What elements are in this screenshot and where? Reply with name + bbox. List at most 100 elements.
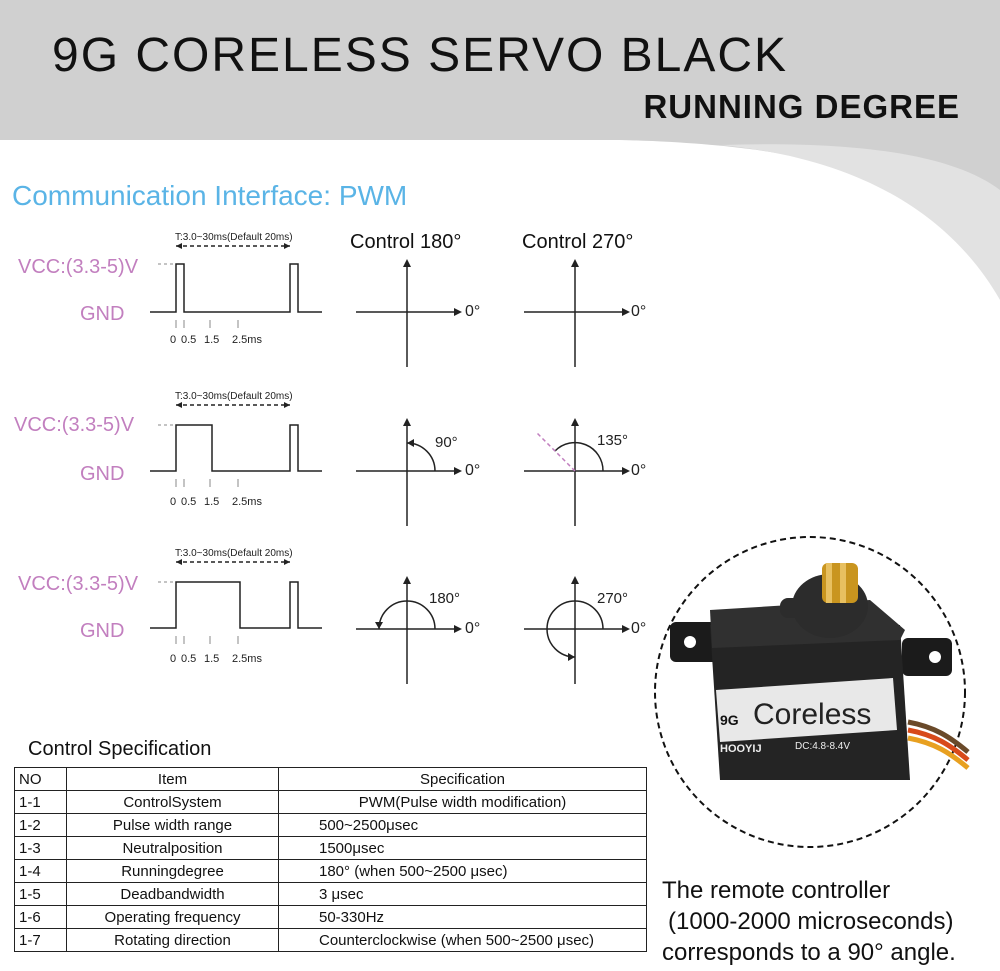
header-no: NO — [14, 767, 67, 791]
row-value: 500~2500μsec — [278, 813, 647, 837]
tick-1-5: 1.5 — [204, 653, 220, 665]
pwm-waveform-path — [150, 424, 322, 472]
pwm-waveform-row-1 — [150, 243, 322, 328]
row-item: Neutralposition — [66, 836, 279, 860]
tick-2-5: 2.5ms — [232, 496, 262, 508]
interface-title: Communication Interface: PWM — [12, 180, 408, 211]
spec-title: Control Specification — [28, 738, 212, 760]
axes-270-row-3 — [524, 576, 630, 684]
servo-wire — [907, 727, 970, 762]
servo-size-text: 9G — [720, 712, 739, 728]
servo-body — [670, 563, 970, 780]
tick-0-5: 0.5 — [181, 334, 197, 346]
angle-label-180: 180° — [429, 590, 461, 607]
period-label: T:3.0~30ms(Default 20ms) — [175, 391, 293, 402]
row-no: 1-5 — [14, 882, 67, 906]
pwm-waveform-path — [150, 581, 322, 629]
row-no: 1-7 — [14, 928, 67, 952]
row-item: ControlSystem — [66, 790, 279, 814]
page-title: 9G CORELESS SERVO BLACK — [52, 29, 789, 82]
tick-0-5: 0.5 — [181, 653, 197, 665]
row-item: Rotating direction — [66, 928, 279, 952]
table-row: 1-7 Rotating direction Counterclockwise … — [14, 928, 647, 952]
angle-label-135: 135° — [597, 432, 629, 449]
row-value: 1500μsec — [278, 836, 647, 860]
tick-0: 0 — [170, 496, 177, 508]
note-line-1: The remote controller — [662, 877, 891, 904]
page-subtitle: RUNNING DEGREE — [643, 88, 960, 125]
pwm-waveform-row-2 — [150, 402, 322, 487]
table-row: 1-1 ControlSystem PWM(Pulse width modifi… — [14, 790, 647, 814]
gnd-label: GND — [80, 303, 125, 325]
zero-label-270-row-3: 0° — [631, 620, 647, 637]
row-value: Counterclockwise (when 500~2500 μsec) — [278, 928, 647, 952]
control-270-heading: Control 270° — [522, 231, 634, 253]
gnd-label: GND — [80, 620, 125, 642]
servo-brand-text: Coreless — [753, 698, 871, 731]
remote-controller-note: The remote controller (1000-2000 microse… — [662, 875, 956, 968]
tick-0-5: 0.5 — [181, 496, 197, 508]
table-row: 1-5 Deadbandwidth 3 μsec — [14, 882, 647, 906]
table-row: 1-3 Neutralposition 1500μsec — [14, 836, 647, 860]
axes-180-row-1 — [356, 259, 462, 367]
table-row: 1-2 Pulse width range 500~2500μsec — [14, 813, 647, 837]
axes-270-row-1 — [524, 259, 630, 367]
row-item: Operating frequency — [66, 905, 279, 929]
tick-0: 0 — [170, 653, 177, 665]
note-line-3: corresponds to a 90° angle. — [662, 939, 956, 966]
gnd-label: GND — [80, 463, 125, 485]
label-sticker — [716, 678, 897, 742]
table-header-row: NO Item Specification — [14, 767, 647, 791]
row-no: 1-2 — [14, 813, 67, 837]
header-specification: Specification — [278, 767, 647, 791]
right-gray-swoosh — [720, 144, 1000, 300]
vcc-label: VCC:(3.3-5)V — [14, 414, 135, 436]
zero-label-270-row-1: 0° — [631, 303, 647, 320]
note-line-2: (1000-2000 microseconds) — [668, 908, 954, 935]
row-value: 180° (when 500~2500 μsec) — [278, 859, 647, 883]
rotation-arc — [406, 442, 436, 472]
table-row: 1-6 Operating frequency 50-330Hz — [14, 905, 647, 929]
table-row: 1-4 Runningdegree 180° (when 500~2500 μs… — [14, 859, 647, 883]
header-item: Item — [66, 767, 279, 791]
axes-270-row-2 — [524, 418, 630, 526]
rotation-arc — [554, 441, 604, 472]
spec-table: NO Item Specification 1-1 ControlSystem … — [14, 767, 647, 952]
angle-label-270: 270° — [597, 590, 629, 607]
pwm-waveform-row-3 — [150, 559, 322, 644]
row-no: 1-1 — [14, 790, 67, 814]
servo-photo: 9G Coreless HOOYIJ DC:4.8-8.4V — [654, 536, 970, 848]
row-value: PWM(Pulse width modification) — [278, 790, 647, 814]
row-no: 1-4 — [14, 859, 67, 883]
period-label: T:3.0~30ms(Default 20ms) — [175, 548, 293, 559]
row-value: 50-330Hz — [278, 905, 647, 929]
rotation-arc — [378, 600, 436, 630]
row-item: Runningdegree — [66, 859, 279, 883]
135-degree-line — [535, 431, 576, 472]
zero-label-180-row-3: 0° — [465, 620, 481, 637]
servo-voltage-text: DC:4.8-8.4V — [795, 741, 850, 752]
tick-2-5: 2.5ms — [232, 334, 262, 346]
angle-label-90: 90° — [435, 434, 458, 451]
tick-1-5: 1.5 — [204, 334, 220, 346]
control-180-heading: Control 180° — [350, 231, 462, 253]
row-item: Pulse width range — [66, 813, 279, 837]
vcc-label: VCC:(3.3-5)V — [18, 573, 139, 595]
axes-180-row-2 — [356, 418, 462, 526]
row-item: Deadbandwidth — [66, 882, 279, 906]
tick-1-5: 1.5 — [204, 496, 220, 508]
tick-0: 0 — [170, 334, 177, 346]
axes-180-row-3 — [356, 576, 462, 684]
tick-2-5: 2.5ms — [232, 653, 262, 665]
rotation-arc — [546, 600, 604, 658]
right-mount-tab — [902, 638, 952, 676]
row-no: 1-6 — [14, 905, 67, 929]
header-band — [0, 0, 1000, 260]
pwm-waveform-path — [150, 263, 322, 313]
row-value: 3 μsec — [278, 882, 647, 906]
vcc-label: VCC:(3.3-5)V — [18, 256, 139, 278]
zero-label-270-row-2: 0° — [631, 462, 647, 479]
row-no: 1-3 — [14, 836, 67, 860]
period-label: T:3.0~30ms(Default 20ms) — [175, 232, 293, 243]
zero-label-180-row-2: 0° — [465, 462, 481, 479]
